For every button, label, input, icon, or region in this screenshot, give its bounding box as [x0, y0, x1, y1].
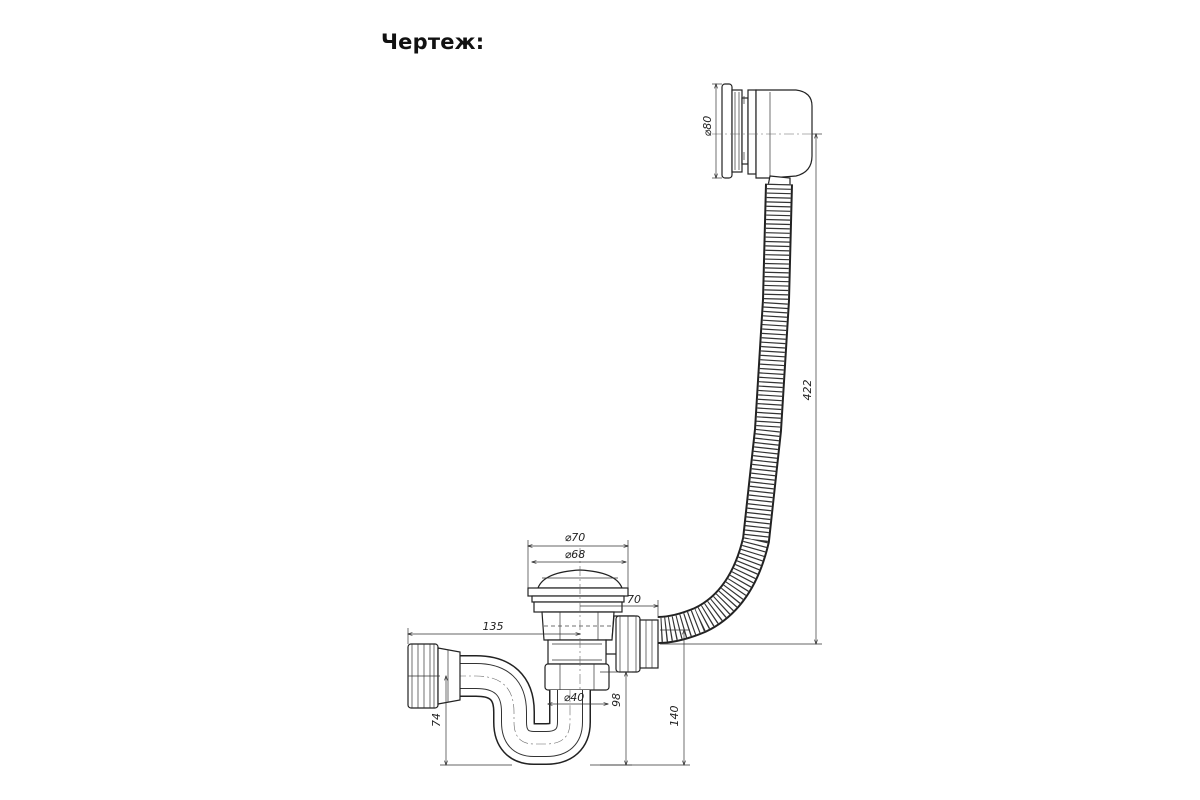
dim-trap-height: 98 — [610, 693, 623, 707]
dim-drain-outer-diameter: ⌀70 — [565, 531, 586, 544]
dim-total-height: 140 — [668, 706, 681, 727]
dim-outlet-height: 74 — [430, 713, 443, 727]
dim-drain-inner-diameter: ⌀68 — [565, 548, 586, 561]
u-trap — [455, 655, 591, 765]
dim-pipe-diameter: ⌀40 — [564, 691, 585, 704]
side-connector — [615, 615, 659, 673]
dim-hose-length: 422 — [801, 380, 814, 401]
overflow-head — [712, 83, 818, 187]
dim-outlet-diameter: ⌀80 — [701, 116, 714, 137]
corrugated-hose — [657, 183, 793, 644]
dim-trap-width: 135 — [483, 620, 504, 633]
dim-side-offset: 70 — [627, 593, 641, 606]
dimension-lines — [408, 84, 822, 765]
drawing-heading: Чертеж: — [381, 30, 485, 54]
